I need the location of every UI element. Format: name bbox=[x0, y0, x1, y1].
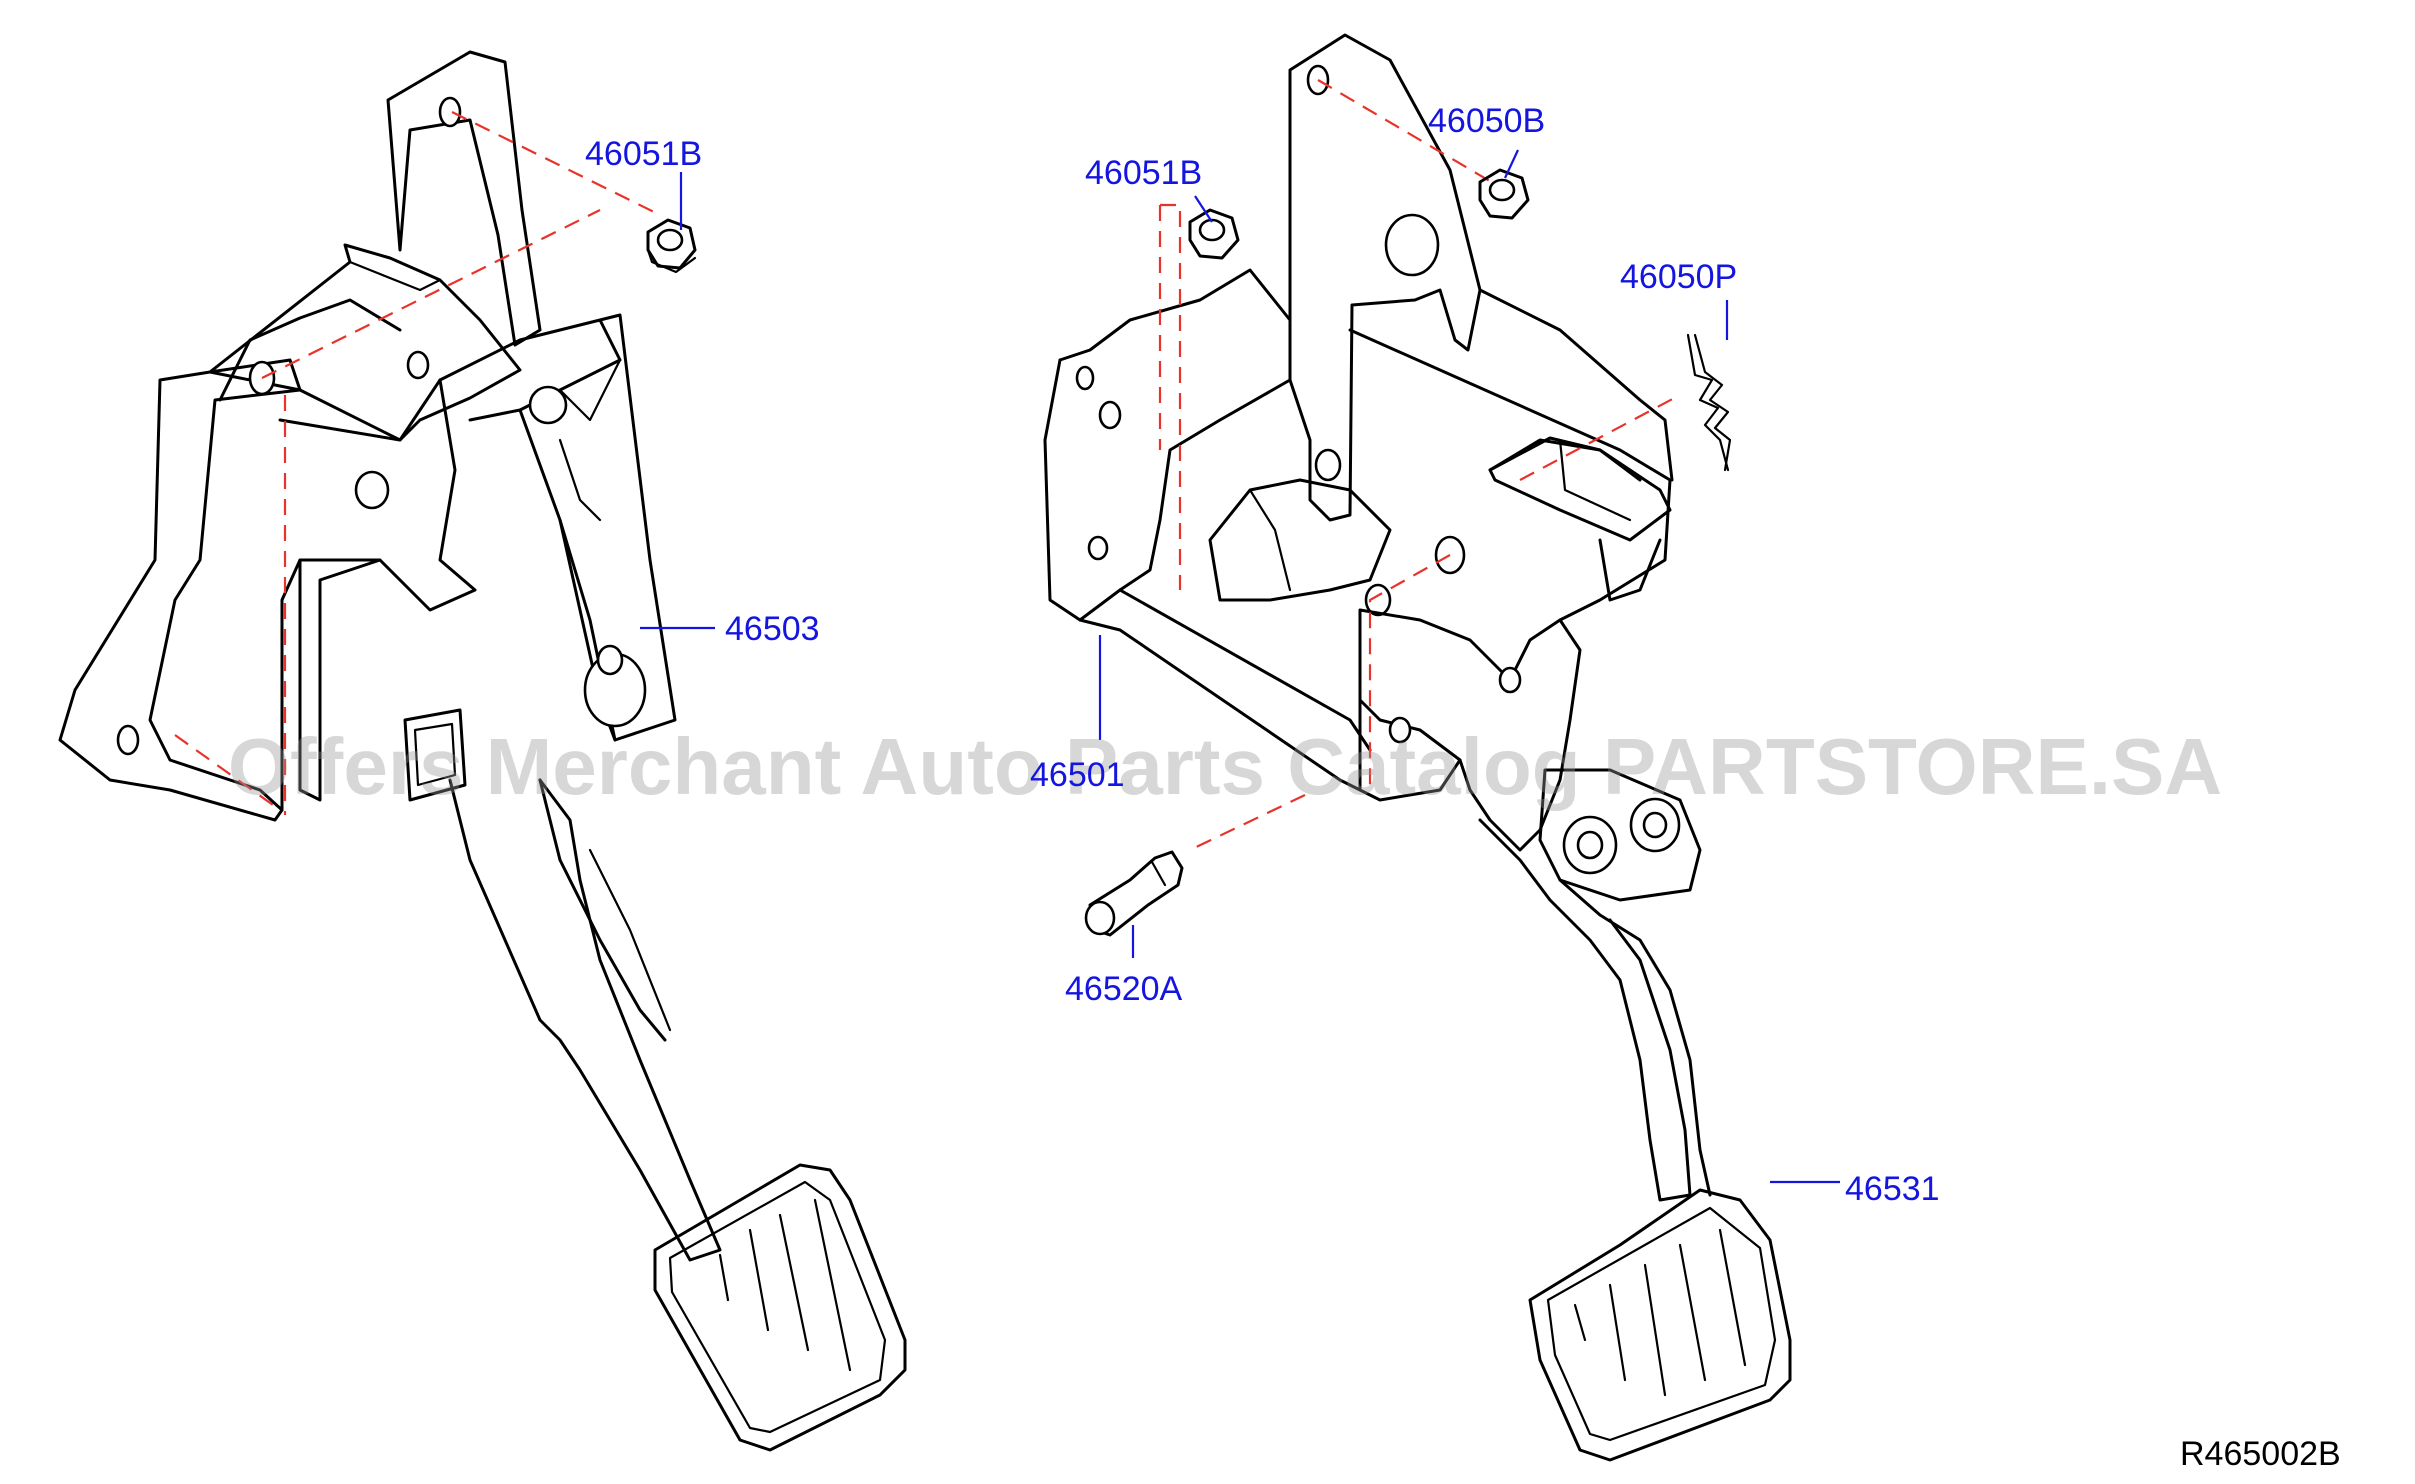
stopper bbox=[1084, 850, 1184, 937]
right-guide-lines bbox=[1158, 79, 1681, 851]
callout-left-pedal-assembly[interactable]: 46503 bbox=[725, 610, 820, 648]
right-pedal-assembly bbox=[1043, 33, 1792, 1462]
left-guide-lines bbox=[174, 111, 661, 815]
right-nut-top bbox=[1478, 168, 1530, 220]
callout-stopper[interactable]: 46520A bbox=[1065, 970, 1183, 1008]
left-nut bbox=[646, 218, 697, 274]
left-pedal-assembly bbox=[58, 50, 907, 1452]
diagram-id: R465002B bbox=[2180, 1435, 2341, 1473]
callout-right-nut-top[interactable]: 46050B bbox=[1428, 102, 1546, 140]
callout-bracket[interactable]: 46501 bbox=[1030, 756, 1125, 794]
callout-clip[interactable]: 46050P bbox=[1620, 258, 1738, 296]
callout-right-nut-left[interactable]: 46051B bbox=[1085, 154, 1203, 192]
callout-leaders bbox=[640, 149, 1840, 1184]
callout-right-pedal-assembly[interactable]: 46531 bbox=[1845, 1170, 1940, 1208]
callout-left-nut[interactable]: 46051B bbox=[585, 135, 703, 173]
right-nut-left bbox=[1188, 208, 1240, 260]
clip bbox=[1686, 333, 1732, 472]
